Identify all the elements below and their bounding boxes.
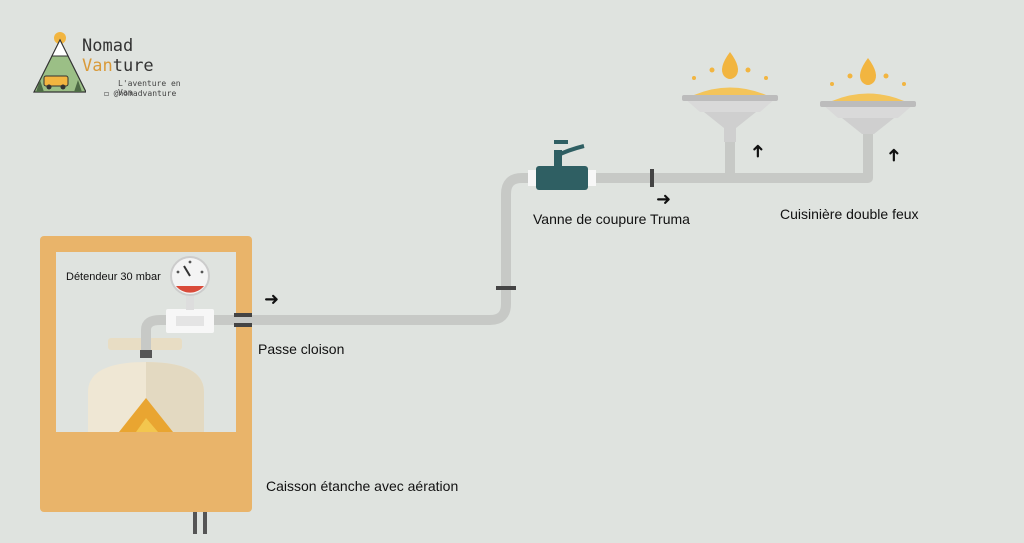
enclosure-label: Caisson étanche avec aération xyxy=(266,478,459,494)
burner-right xyxy=(820,58,916,134)
pipe-joint xyxy=(650,169,654,187)
cooktop-label: Cuisinière double feux xyxy=(780,206,919,222)
regulator xyxy=(166,256,214,333)
flow-arrow-right-icon: ➜ xyxy=(264,289,280,309)
regulator-label: Détendeur 30 mbar xyxy=(66,271,161,283)
brand-name-van: Van xyxy=(82,56,113,76)
vent-tube xyxy=(193,512,197,534)
bottle-valve xyxy=(140,350,152,358)
burner-left xyxy=(682,52,778,142)
mountain-logo-icon xyxy=(33,32,86,93)
brand-name-line2: Vanture xyxy=(82,56,154,76)
shutoff-valve-label: Vanne de coupure Truma xyxy=(533,211,690,227)
instagram-icon: ◻ xyxy=(104,89,109,98)
shutoff-valve xyxy=(528,140,596,190)
wall-pass-joint xyxy=(234,313,252,317)
brand-logo: Nomad Vanture L'aventure en Van ◻ @nomad… xyxy=(30,26,190,102)
flow-arrow-up-icon: ➜ xyxy=(747,143,768,159)
flow-arrow-right-icon: ➜ xyxy=(656,189,672,209)
brand-handle-text: @nomadvanture xyxy=(113,89,177,98)
brand-handle: ◻ @nomadvanture xyxy=(104,89,176,98)
brand-name-line1: Nomad xyxy=(82,36,134,56)
pipe-joint xyxy=(496,286,516,290)
vent-tube xyxy=(203,512,207,534)
wall-pass-joint xyxy=(234,323,252,327)
brand-name-ture: ture xyxy=(112,56,154,76)
brand-tagline: L'aventure en Van xyxy=(118,79,181,97)
wall-pass-label: Passe cloison xyxy=(258,341,345,357)
flow-arrow-up-icon: ➜ xyxy=(883,147,904,163)
